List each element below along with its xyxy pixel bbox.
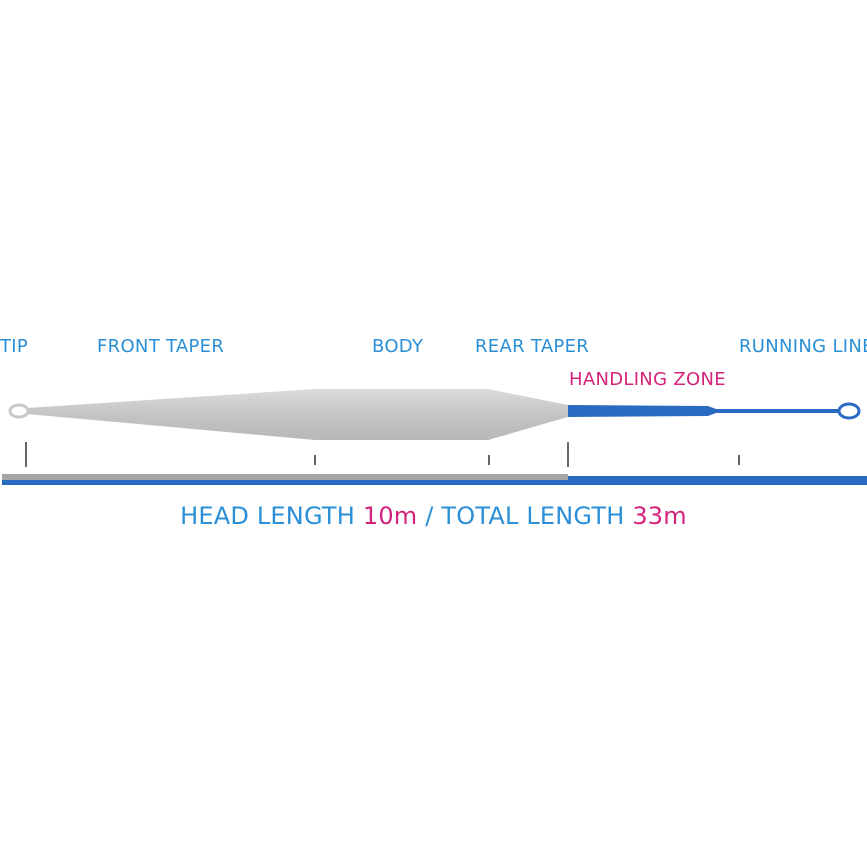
label-handling-zone: HANDLING ZONE <box>569 369 726 390</box>
head-length-bar <box>2 474 568 480</box>
label-front-taper: FRONT TAPER <box>97 336 225 357</box>
tip-loop <box>8 403 30 419</box>
length-summary: HEAD LENGTH 10m / TOTAL LENGTH 33m <box>0 502 867 530</box>
line-head <box>27 389 568 440</box>
label-rear-taper: REAR TAPER <box>475 336 590 357</box>
label-tip: TIP <box>0 336 29 357</box>
total-length-label: TOTAL LENGTH <box>441 502 625 530</box>
handling-zone-section <box>568 405 840 417</box>
head-length-value: 10m <box>362 502 418 530</box>
label-running-line: RUNNING LINE <box>739 336 867 357</box>
total-length-value: 33m <box>632 502 687 530</box>
head-length-label: HEAD LENGTH <box>180 502 356 530</box>
separator: / <box>425 502 434 530</box>
total-length-bar <box>2 476 867 485</box>
running-line-loop <box>837 402 861 420</box>
label-body: BODY <box>372 336 424 357</box>
